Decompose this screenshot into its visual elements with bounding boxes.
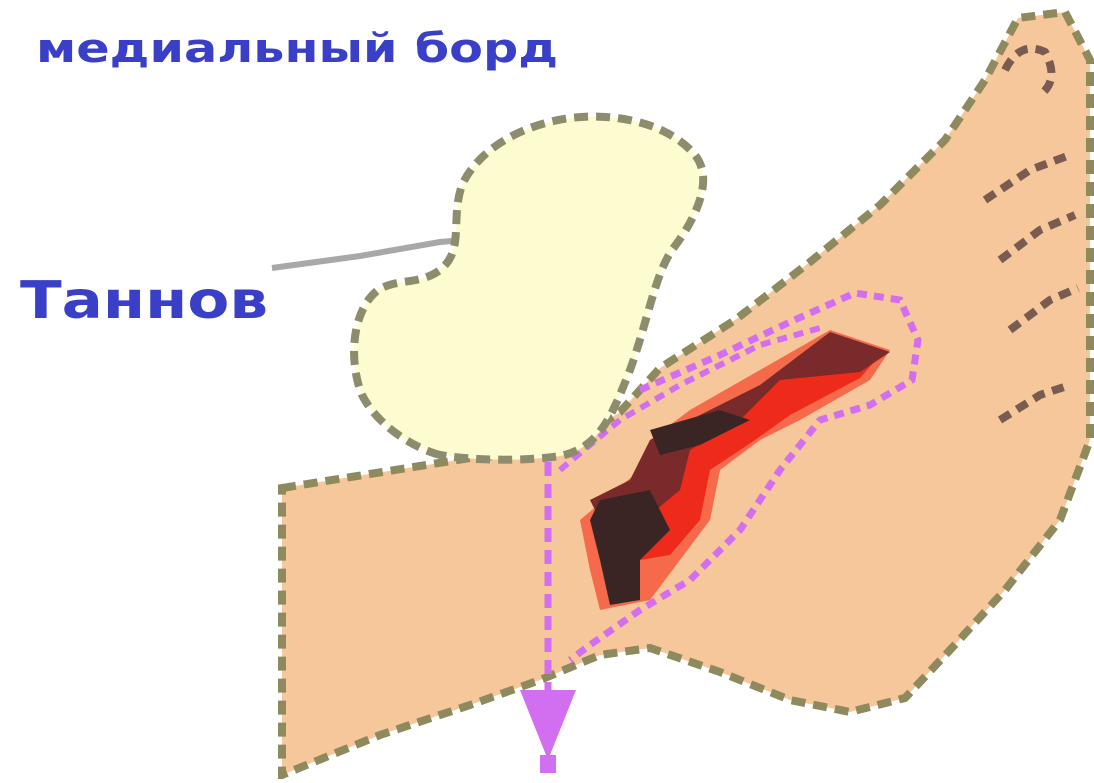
diagram-title: медиальный борд xyxy=(36,26,558,72)
diagram-label: Таннов xyxy=(20,271,268,331)
